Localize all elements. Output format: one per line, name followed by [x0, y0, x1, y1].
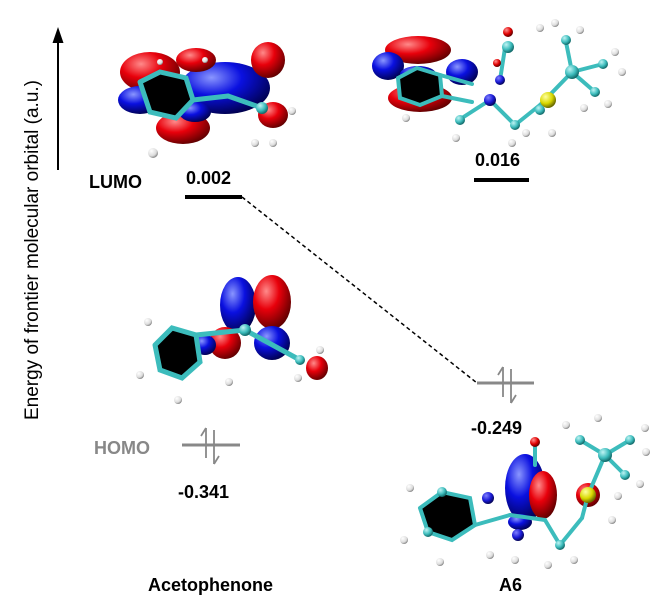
lumo-label: LUMO	[89, 172, 142, 192]
transition-connector	[241, 196, 478, 384]
homo-label: HOMO	[94, 438, 150, 458]
a6-homo-orbital-image	[400, 414, 650, 569]
a6-molecule-label: A6	[499, 575, 523, 595]
y-axis-arrow	[52, 27, 64, 170]
acetophenone-molecule-label: Acetophenone	[148, 575, 274, 595]
acetophenone-lumo-orbital-image	[118, 42, 296, 158]
a6-lumo-value: 0.016	[475, 150, 521, 170]
electron-pair-icon-a6	[497, 366, 517, 404]
y-axis-label: Energy of frontier molecular orbital (a.…	[22, 79, 43, 421]
electron-pair-icon-acetophenone	[200, 427, 220, 465]
acetophenone-homo-orbital-image	[136, 275, 328, 404]
a6-lumo-orbital-image	[372, 19, 626, 147]
acetophenone-lumo-value: 0.002	[186, 168, 232, 188]
a6-homo-value: -0.249	[471, 418, 523, 438]
acetophenone-homo-value: -0.341	[178, 482, 230, 502]
